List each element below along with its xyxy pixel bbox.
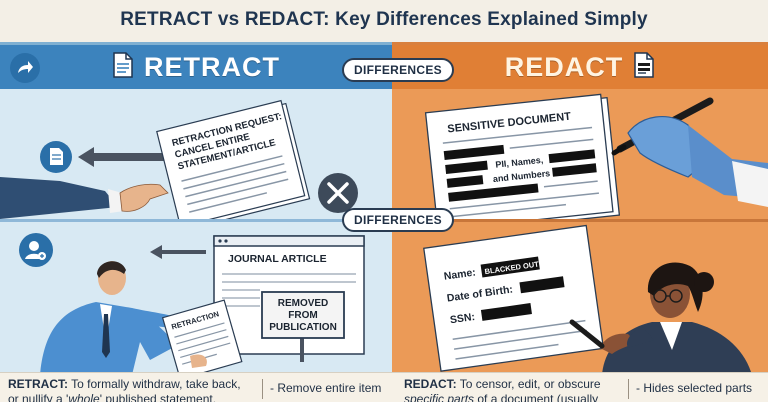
redact-heading: REDACT bbox=[504, 51, 624, 82]
redact-panel: REDACT SENSITIVE DOCUMENT PII, Names, an… bbox=[392, 42, 768, 372]
sign-line-1: REMOVED bbox=[278, 298, 329, 309]
retract-header: RETRACT bbox=[0, 45, 392, 89]
sign-line-3: PUBLICATION bbox=[269, 322, 337, 333]
journal-title: JOURNAL ARTICLE bbox=[228, 253, 327, 265]
redact-definition: REDACT: To censor, edit, or obscure spec… bbox=[404, 377, 624, 402]
form-name-label: Name: bbox=[443, 266, 476, 282]
redact-header: REDACT bbox=[392, 45, 768, 89]
redact-form-illustration: Name: BLACKED OUT Date of Birth: SSN: bbox=[423, 224, 751, 372]
redact-separator bbox=[628, 379, 629, 399]
doc-pii-line-1: PII, Names, bbox=[495, 155, 544, 170]
redact-divider bbox=[392, 219, 768, 222]
retract-def-emphasis: whole bbox=[68, 392, 100, 402]
retract-def-line-1: To formally withdraw, take back, bbox=[71, 377, 241, 391]
document-icon bbox=[112, 51, 134, 83]
retract-def-line-2c: ' published statement, bbox=[99, 392, 217, 402]
retract-heading: RETRACT bbox=[144, 51, 280, 82]
differences-pill-top: DIFFERENCES bbox=[342, 58, 454, 82]
retract-bullet: - Remove entire item bbox=[270, 381, 382, 395]
definitions-bar: RETRACT: To formally withdraw, take back… bbox=[0, 372, 768, 402]
retract-separator bbox=[262, 379, 263, 399]
retract-term: RETRACT: bbox=[8, 377, 68, 391]
retract-definition: RETRACT: To formally withdraw, take back… bbox=[8, 377, 258, 402]
sign-line-2: FROM bbox=[288, 310, 317, 321]
note-document-icon bbox=[633, 51, 655, 83]
differences-pill-mid: DIFFERENCES bbox=[342, 208, 454, 232]
redact-def-line-1: To censor, edit, or obscure bbox=[459, 377, 601, 391]
redact-def-emphasis: specific parts bbox=[404, 392, 475, 402]
redact-def-line-2b: of a document (usually bbox=[477, 392, 599, 402]
retract-divider bbox=[0, 219, 392, 222]
redact-term: REDACT: bbox=[404, 377, 457, 391]
share-arrow-icon bbox=[10, 53, 40, 83]
retract-journal-illustration: JOURNAL ARTICLE REMOVED FROM PUBLICATION… bbox=[19, 233, 365, 372]
retract-request-illustration: RETRACTION REQUEST: CANCEL ENTIRE STATEM… bbox=[0, 99, 358, 219]
retract-panel: RETRACT RETRACTION REQUEST: CANCEL ENTIR… bbox=[0, 42, 392, 372]
retract-def-line-2a: or nullify a ' bbox=[8, 392, 69, 402]
form-ssn-label: SSN: bbox=[449, 311, 476, 326]
page-title: RETRACT vs REDACT: Key Differences Expla… bbox=[120, 9, 648, 30]
redact-bullet: - Hides selected parts bbox=[636, 381, 753, 395]
redact-document-illustration: SENSITIVE DOCUMENT PII, Names, and Numbe… bbox=[424, 93, 768, 219]
